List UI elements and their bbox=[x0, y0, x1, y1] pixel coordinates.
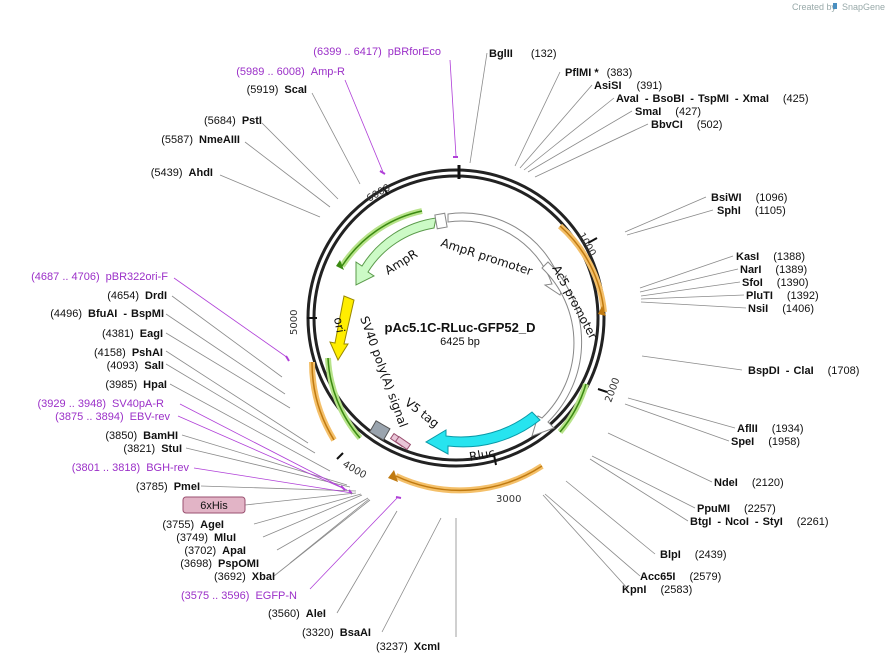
plasmid-size: 6425 bp bbox=[440, 336, 480, 348]
site-bfuai-bspmi: (4496)BfuAI-BspMI bbox=[50, 308, 164, 320]
tick-5000: 5000 bbox=[289, 310, 300, 335]
site-pluti: PluTI(1392) bbox=[746, 290, 819, 302]
primer-leader-lines bbox=[173, 59, 457, 590]
label-ampr: AmpR bbox=[382, 247, 420, 278]
site-avai-group: AvaI-BsoBI-TspMI-XmaI(425) bbox=[616, 93, 809, 105]
snapgene-logo-icon bbox=[833, 3, 837, 9]
feature-ac5-promoter bbox=[531, 261, 583, 437]
site-ndei: NdeI(2120) bbox=[714, 477, 784, 489]
site-mlui: (3749)MluI bbox=[176, 532, 236, 544]
site-bsaai: (3320)BsaAI bbox=[302, 627, 371, 639]
site-acc65i: Acc65I(2579) bbox=[640, 571, 721, 583]
primer-pbrforeco: (6399 .. 6417)pBRforEco bbox=[313, 46, 441, 58]
site-nsii: NsiI(1406) bbox=[748, 303, 814, 315]
primer-pbr322ori-f: (4687 .. 4706)pBR322ori-F bbox=[31, 271, 168, 283]
site-kasi: KasI(1388) bbox=[736, 251, 805, 263]
feature-v5-tag bbox=[389, 432, 412, 451]
label-v5-tag: V5 tag bbox=[402, 395, 442, 430]
site-sphi: SphI(1105) bbox=[717, 205, 786, 217]
feature-annotation-arcs bbox=[308, 208, 607, 494]
site-pflmi: PflMI *(383) bbox=[565, 67, 632, 79]
svg-text:Created by: Created by bbox=[792, 2, 837, 12]
site-nmeaiii: (5587)NmeAIII bbox=[161, 134, 240, 146]
tick-2000: 2000 bbox=[603, 376, 622, 404]
primer-ebv-rev: (3875 .. 3894)EBV-rev bbox=[55, 411, 170, 423]
site-drdi: (4654)DrdI bbox=[107, 290, 167, 302]
site-eagi: (4381)EagI bbox=[102, 328, 163, 340]
site-pspomi: (3698)PspOMI bbox=[180, 558, 259, 570]
site-nari: NarI(1389) bbox=[740, 264, 807, 276]
site-leader-lines bbox=[165, 52, 747, 637]
site-sali: (4093)SalI bbox=[107, 360, 164, 372]
site-bglii: BglII(132) bbox=[489, 48, 557, 60]
primer-amp-r: (5989 .. 6008)Amp-R bbox=[236, 66, 345, 78]
site-bamhi: (3850)BamHI bbox=[105, 430, 178, 442]
site-bbvci: BbvCI(502) bbox=[651, 119, 722, 131]
tick-6000: 6000 bbox=[365, 182, 393, 204]
site-ppumi: PpuMI(2257) bbox=[697, 503, 776, 515]
site-stui: (3821)StuI bbox=[123, 443, 182, 455]
tag-6xhis: 6xHis bbox=[182, 492, 357, 514]
snapgene-credit: Created by SnapGene bbox=[792, 2, 885, 12]
primer-sv40pa-r: (3929 .. 3948)SV40pA-R bbox=[38, 398, 165, 410]
primer-egfp-n: (3575 .. 3596)EGFP-N bbox=[181, 590, 297, 602]
site-pshai: (4158)PshAI bbox=[94, 347, 163, 359]
site-sfoi: SfoI(1390) bbox=[742, 277, 809, 289]
feature-rluc bbox=[424, 411, 541, 455]
feature-ampr bbox=[355, 217, 437, 286]
site-asisi: AsiSI(391) bbox=[594, 80, 662, 92]
site-xbai: (3692)XbaI bbox=[214, 571, 275, 583]
label-rluc: Rluc bbox=[468, 446, 496, 464]
site-hpai: (3985)HpaI bbox=[105, 379, 167, 391]
svg-text:6xHis: 6xHis bbox=[200, 500, 228, 512]
site-psti: (5684)PstI bbox=[204, 115, 262, 127]
site-smai: SmaI(427) bbox=[635, 106, 701, 118]
site-ahdi: (5439)AhdI bbox=[151, 167, 213, 179]
svg-text:SnapGene: SnapGene bbox=[842, 2, 885, 12]
ampr-promoter-block bbox=[434, 212, 448, 230]
feature-sv40-polya bbox=[368, 420, 391, 441]
site-xcmi: (3237)XcmI bbox=[376, 641, 440, 653]
site-spei: SpeI(1958) bbox=[731, 436, 800, 448]
site-bspdi-clai: BspDI-ClaI(1708) bbox=[748, 365, 859, 377]
feature-ori bbox=[329, 295, 355, 362]
site-aflii: AflII(1934) bbox=[737, 423, 804, 435]
site-kpni: KpnI(2583) bbox=[622, 584, 692, 596]
site-pmei: (3785)PmeI bbox=[136, 481, 200, 493]
primer-bgh-rev: (3801 .. 3818)BGH-rev bbox=[72, 462, 190, 474]
ring-tick-marks bbox=[307, 186, 608, 466]
site-agei: (3755)AgeI bbox=[162, 519, 224, 531]
site-scai: (5919)ScaI bbox=[247, 84, 307, 96]
feature-ampr-promoter bbox=[447, 212, 567, 296]
site-apai: (3702)ApaI bbox=[184, 545, 246, 557]
tick-3000: 3000 bbox=[496, 494, 521, 505]
site-alei: (3560)AleI bbox=[268, 608, 326, 620]
plasmid-name: pAc5.1C-RLuc-GFP52_D bbox=[385, 320, 536, 335]
tick-4000: 4000 bbox=[341, 459, 369, 481]
site-blpi: BlpI(2439) bbox=[660, 549, 727, 561]
site-btgi-group: BtgI-NcoI-StyI(2261) bbox=[690, 516, 829, 528]
label-ampr-promoter: AmpR promoter bbox=[439, 236, 534, 279]
site-bsiwi: BsiWI(1096) bbox=[711, 192, 787, 204]
label-ori: ori bbox=[331, 316, 347, 334]
